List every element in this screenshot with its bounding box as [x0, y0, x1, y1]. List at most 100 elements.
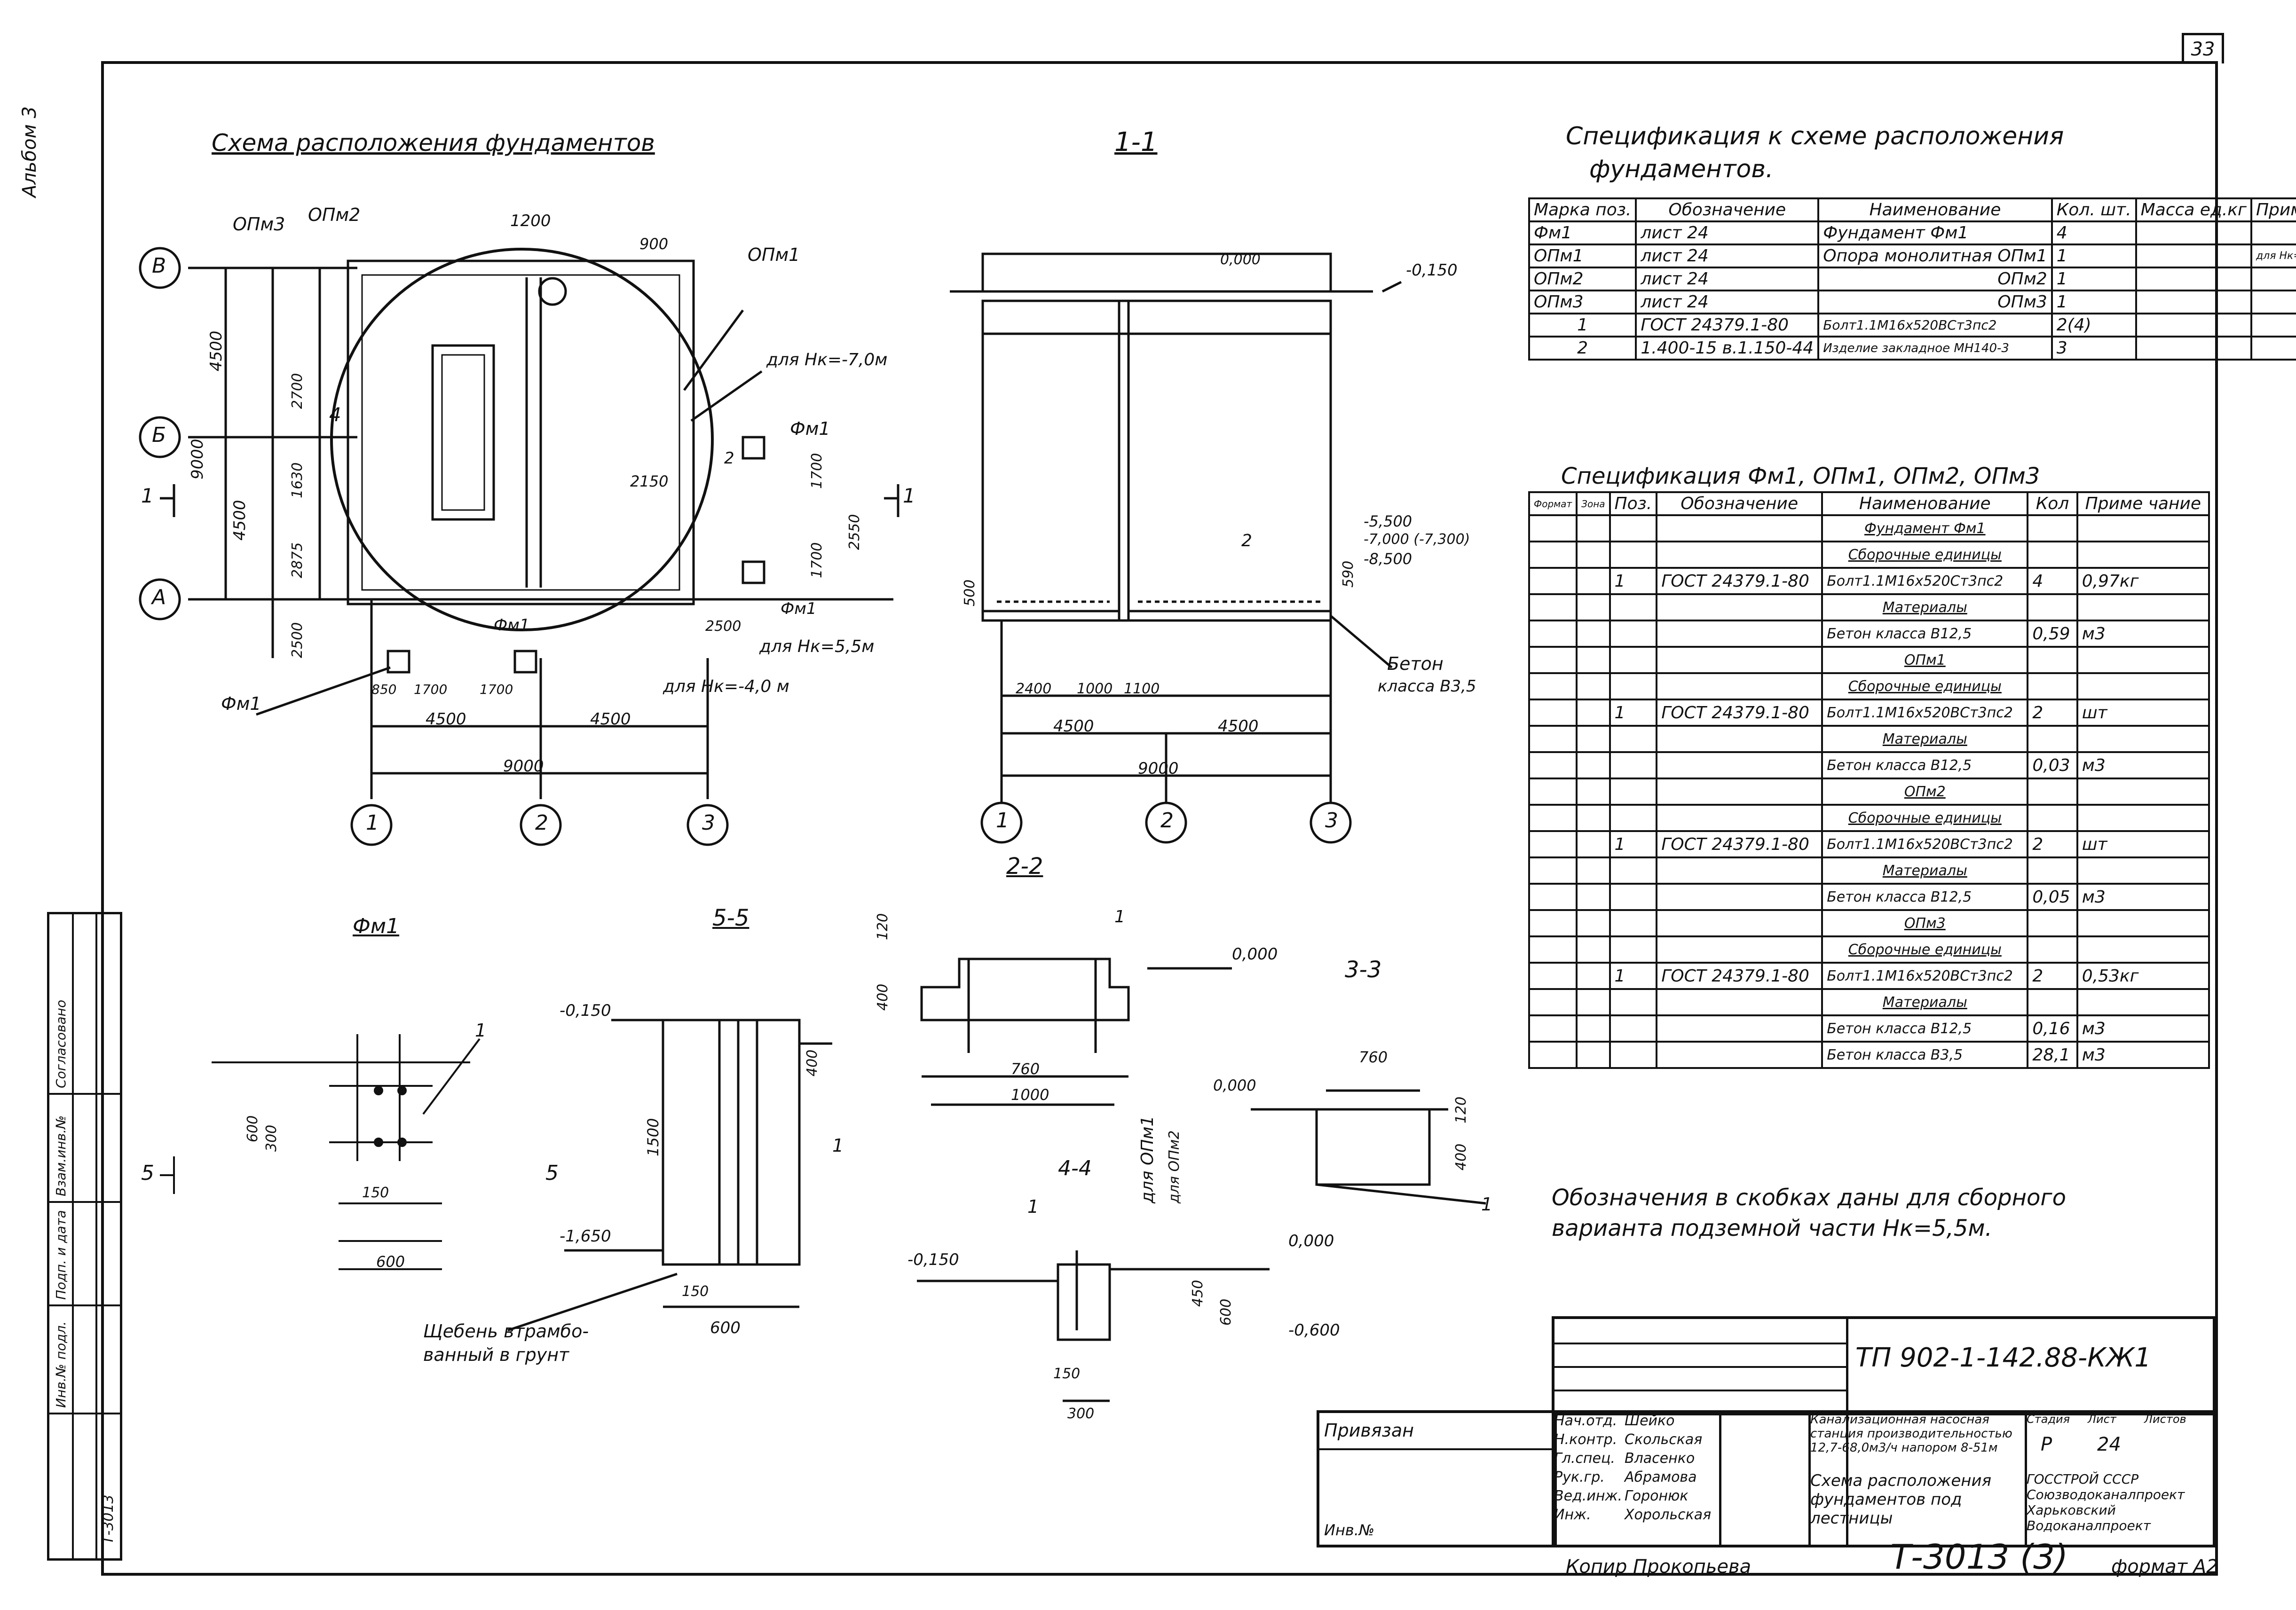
table-row: Сборочные единицы: [1528, 935, 2210, 964]
cell: [1576, 567, 1611, 595]
cell: ОПм2: [1817, 267, 2053, 291]
s11-concrete-class: класса В3,5: [1378, 677, 1476, 696]
cell: [1576, 620, 1611, 648]
bound-label: Привязан: [1324, 1420, 1414, 1441]
cell: [1528, 514, 1578, 542]
cell: [2250, 267, 2296, 291]
spec1-title: Спецификация к схеме расположения: [1566, 122, 2064, 150]
fm1-mark-5-right: 5: [545, 1161, 559, 1185]
table-row: Сборочные единицы: [1528, 672, 2210, 700]
spec2-h-name: Наименование: [1821, 491, 2029, 516]
cell: 4: [2051, 220, 2137, 245]
cell: шт: [2076, 699, 2210, 727]
cell: Сборочные единицы: [1821, 804, 2029, 832]
cell: [1528, 593, 1578, 621]
cell: ГОСТ 24379.1-80: [1656, 830, 1823, 858]
inv-label: Инв.№: [1324, 1521, 1375, 1539]
tb-sheet-title: Схема расположения фундаментов под лестн…: [1810, 1471, 1992, 1528]
axis-3-label: 3: [702, 811, 715, 835]
spec2-h-qty: Кол: [2027, 491, 2078, 516]
s44-dim-300: 300: [1067, 1406, 1095, 1422]
cell: [1609, 620, 1658, 648]
cell: Фундамент Фм1: [1821, 514, 2029, 542]
cell: [2027, 541, 2078, 569]
plan-dim-4500c: 4500: [426, 710, 466, 729]
s44-lvl-m015: -0,150: [907, 1250, 959, 1269]
spec2-h-format: Формат: [1528, 491, 1578, 516]
plan-dim-1700c: 1700: [414, 682, 448, 697]
fm1-mark-5-left: 5: [141, 1161, 154, 1185]
s55-gravel-2: ванный в грунт: [423, 1344, 569, 1365]
cell: [1656, 593, 1823, 621]
s44-lvl-0: 0,000: [1288, 1232, 1334, 1250]
role-3: Рук.гр.: [1554, 1469, 1605, 1485]
cell: [1576, 883, 1611, 911]
cell: [1576, 962, 1611, 990]
cell: Болт1.1М16х520ВСт3пс2: [1817, 313, 2053, 338]
cell: [1576, 672, 1611, 700]
cell: 1: [2051, 243, 2137, 268]
cell: [2135, 336, 2252, 361]
cell: [2250, 313, 2296, 338]
cell: [1656, 725, 1823, 753]
plan-for-hk4: для Нк=-4,0 м: [663, 677, 789, 696]
note-line-2: варианта подземной части Нк=5,5м.: [1552, 1215, 1992, 1241]
tb-description: Канализационная насосная станция произво…: [1810, 1413, 2012, 1455]
plan-section-1-left: 1: [141, 484, 154, 507]
spec2-header: Формат Зона Поз. Обозначение Наименовани…: [1528, 491, 2210, 516]
cell: [1609, 593, 1658, 621]
cell: [1528, 988, 1578, 1016]
cell: Сборочные единицы: [1821, 541, 2029, 569]
cell: Сборочные единицы: [1821, 672, 2029, 700]
s11-dim-2400: 2400: [1016, 681, 1052, 697]
plan-dim-1700d: 1700: [480, 682, 513, 697]
cell: [1609, 751, 1658, 779]
tb-stage: Р: [2041, 1434, 2052, 1455]
section11-title: 1-1: [1114, 127, 1158, 157]
cell: [1656, 804, 1823, 832]
cell: [1576, 830, 1611, 858]
plan-title: Схема расположения фундаментов: [212, 129, 655, 157]
note-line-1: Обозначения в скобках даны для сборного: [1552, 1185, 2066, 1211]
cell: [2076, 646, 2210, 674]
cell: ОПм2: [1821, 778, 2029, 806]
role-0: Нач.отд.: [1554, 1413, 1617, 1429]
cell: [1576, 725, 1611, 753]
cell: Болт1.1М16х520ВСт3пс2: [1821, 830, 2029, 858]
s22-dim-1000: 1000: [1011, 1086, 1049, 1104]
cell: [1576, 1014, 1611, 1043]
cell: [2027, 909, 2078, 937]
cell: [1576, 856, 1611, 885]
cell: 1: [1609, 567, 1658, 595]
axis-1-label: 1: [366, 811, 379, 835]
cell: лист 24: [1635, 243, 1820, 268]
cell: 0,16: [2027, 1014, 2078, 1043]
cell: [1609, 646, 1658, 674]
cell: Материалы: [1821, 725, 2029, 753]
title-block-lower: Привязан Инв.№: [1317, 1410, 2213, 1547]
fm1-dim-300: 300: [263, 1124, 280, 1152]
cell: Фм1: [1528, 220, 1637, 245]
cell: 2: [2027, 699, 2078, 727]
cell: 1: [1528, 313, 1637, 338]
tb-sheets-label: Листов: [2144, 1413, 2186, 1426]
cell: [2135, 267, 2252, 291]
cell: Материалы: [1821, 593, 2029, 621]
cell: [2076, 672, 2210, 700]
spec1-h-mark: Марка поз.: [1528, 197, 1637, 222]
s11-dim-1100: 1100: [1124, 681, 1160, 697]
cell: [1576, 935, 1611, 964]
plan-fm1-label-a: Фм1: [790, 418, 830, 439]
s55-dim-600: 600: [710, 1319, 741, 1337]
cell: м3: [2076, 1014, 2210, 1043]
cell: [1609, 935, 1658, 964]
